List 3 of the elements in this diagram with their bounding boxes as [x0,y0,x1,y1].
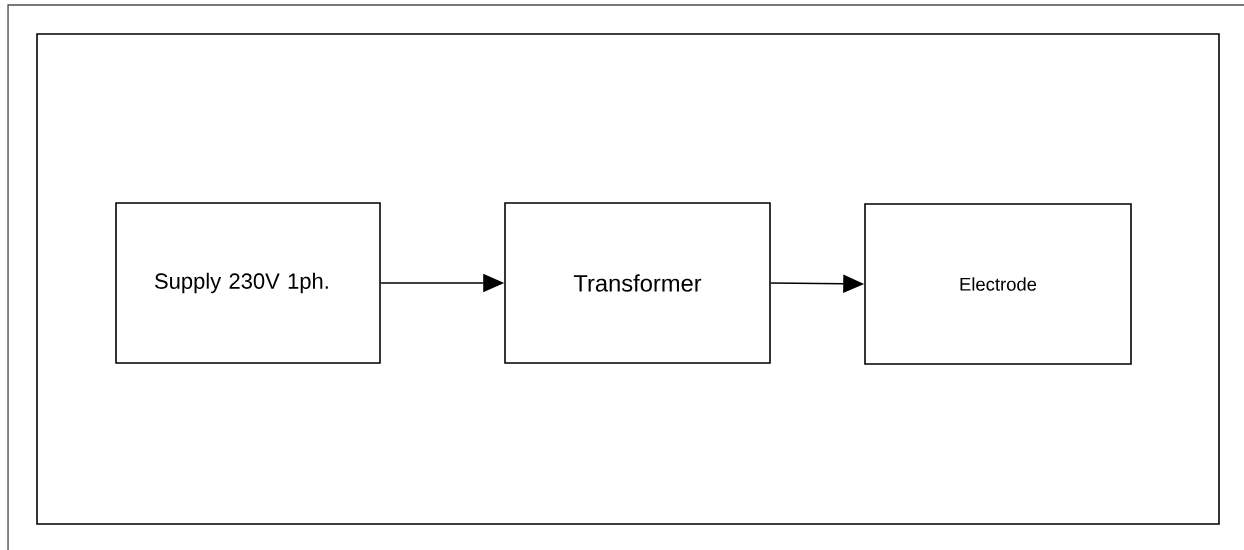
process-box: Supply 230V 1ph. [115,202,381,364]
process-box: Transformer [504,202,771,364]
process-box: Electrode [864,203,1132,365]
